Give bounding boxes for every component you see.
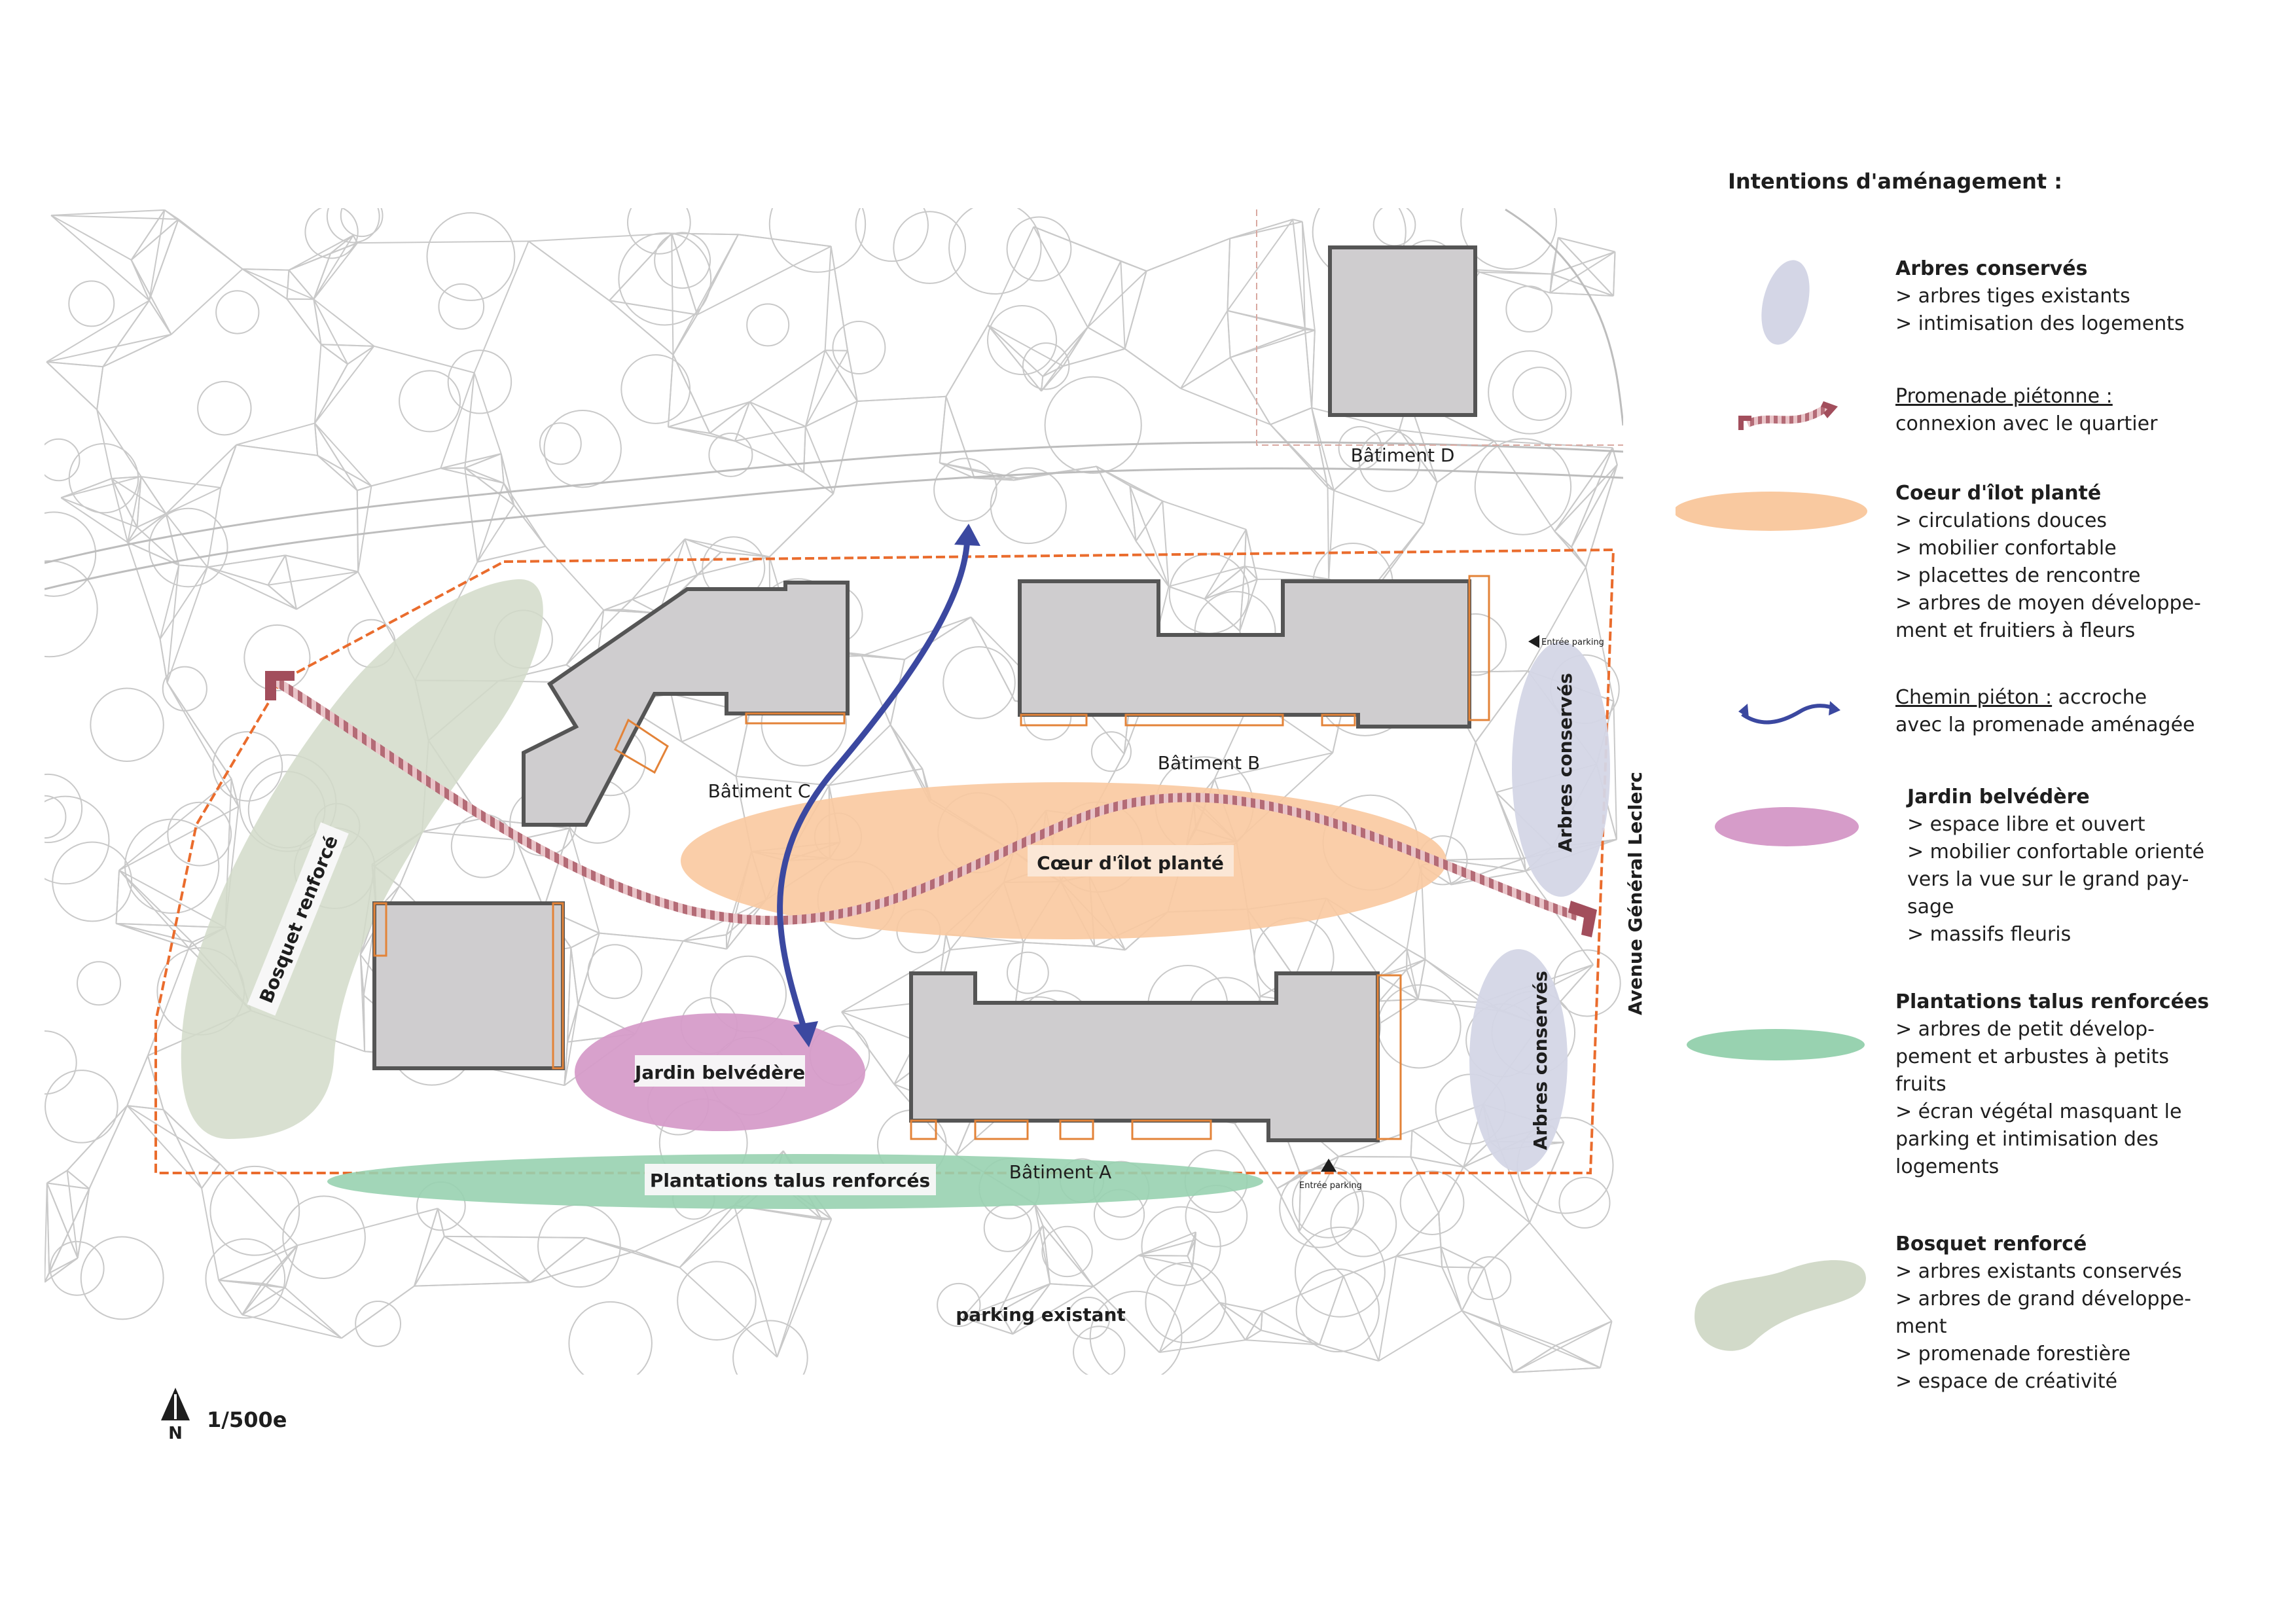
scale-label: 1/500e <box>207 1407 287 1432</box>
legend-item-line: vers la vue sur le grand pay- <box>1907 868 2189 891</box>
building-d-label: Bâtiment D <box>1351 444 1455 466</box>
building-d <box>1328 245 1477 417</box>
legend-item-line: > mobilier confortable orienté <box>1907 840 2204 863</box>
legend-item-line: ment et fruitiers à fleurs <box>1895 619 2136 642</box>
jardin-label: Jardin belvédère <box>634 1062 805 1083</box>
building-b <box>1018 579 1471 729</box>
legend-item-line: avec la promenade aménagée <box>1895 713 2195 736</box>
promenade-end-markers <box>265 671 1597 937</box>
legend-item-line: > circulations douces <box>1895 509 2108 532</box>
legend-item-title: Chemin piéton : <box>1895 686 2053 709</box>
legend-item-line: > placettes de rencontre <box>1895 564 2141 587</box>
arbres-label-1: Arbres conservés <box>1554 673 1576 852</box>
legend-item-line: logements <box>1895 1155 2000 1178</box>
plantations-swatch-icon <box>1687 1029 1865 1060</box>
legend-item-line: > arbres de grand développe- <box>1895 1288 2191 1310</box>
bosquet-swatch-icon <box>1695 1260 1866 1351</box>
arbres-swatch-icon <box>1761 260 1810 345</box>
legend-item-title: Arbres conservés <box>1895 257 2088 280</box>
promenade-swatch-icon <box>1738 401 1838 430</box>
legend-item-line: > arbres tiges existants <box>1895 285 2130 308</box>
legend-item-title: Bosquet renforcé <box>1895 1233 2087 1255</box>
legend-item-line: > espace libre et ouvert <box>1907 813 2145 836</box>
legend-item-title-rest: accroche <box>2052 686 2147 709</box>
legend-item-line: > intimisation des logements <box>1895 312 2185 335</box>
road-label: Avenue Général Leclerc <box>1624 772 1646 1015</box>
legend-item-line: sage <box>1907 895 1954 918</box>
jardin-swatch-icon <box>1715 807 1859 846</box>
legend-item-line: ment <box>1895 1315 1947 1338</box>
entrance-arrow-2 <box>1321 1159 1336 1172</box>
site-plan: Bâtiment D Bâtiment C Bâtiment B Bâtimen… <box>45 208 1646 1375</box>
arbres-zone-2 <box>1469 949 1568 1172</box>
building-a-label: Bâtiment A <box>1009 1161 1111 1183</box>
legend-item-title: Plantations talus renforcées <box>1895 990 2210 1013</box>
building-b-label: Bâtiment B <box>1158 752 1260 774</box>
legend-item-line: > mobilier confortable <box>1895 537 2117 560</box>
legend-item-line: > massifs fleuris <box>1907 923 2072 946</box>
legend-item-line: pement et arbustes à petits <box>1895 1045 2169 1068</box>
north-label: N <box>168 1424 183 1440</box>
building-a <box>909 971 1380 1142</box>
coeur-swatch-icon <box>1676 492 1867 531</box>
arbres-zone-1 <box>1512 641 1610 897</box>
plantations-label: Plantations talus renforcés <box>650 1170 930 1191</box>
entrance-label-1: Entrée parking <box>1541 638 1604 647</box>
building-left <box>372 901 565 1070</box>
buildings <box>372 245 1477 1142</box>
legend-item-line: > promenade forestière <box>1895 1343 2131 1365</box>
legend-item-title: Jardin belvédère <box>1907 785 2090 808</box>
legend-item-line: > espace de créativité <box>1895 1370 2118 1393</box>
arbres-label-2: Arbres conservés <box>1530 971 1551 1150</box>
parking-label: parking existant <box>956 1304 1126 1326</box>
legend-item-line: fruits <box>1895 1073 1946 1096</box>
legend-item-line: > arbres de moyen développe- <box>1895 592 2201 615</box>
site-boundary <box>154 548 1615 1174</box>
building-c-label: Bâtiment C <box>708 780 811 802</box>
legend-item-line: parking et intimisation des <box>1895 1128 2159 1151</box>
legend-title: Intentions d'aménagement : <box>1728 169 2063 194</box>
legend-item-line: > arbres de petit dévelop- <box>1895 1018 2155 1041</box>
entrance-arrow-1 <box>1528 635 1539 648</box>
legend-item-title: Coeur d'îlot planté <box>1895 482 2102 505</box>
legend-item-title: Promenade piétonne : <box>1895 385 2113 408</box>
chemin-swatch-icon <box>1738 701 1840 725</box>
promenade-path <box>272 677 1579 926</box>
coeur-label: Cœur d'îlot planté <box>1037 852 1224 874</box>
legend-item-line: > écran végétal masquant le <box>1895 1100 2182 1123</box>
legend-item-line: > arbres existants conservés <box>1895 1260 2182 1283</box>
chemin-pieton <box>777 530 971 1039</box>
building-c <box>522 581 850 827</box>
entrance-label-2: Entrée parking <box>1299 1181 1362 1191</box>
north-arrow: N <box>161 1388 190 1440</box>
legend-item-line: connexion avec le quartier <box>1895 412 2158 435</box>
